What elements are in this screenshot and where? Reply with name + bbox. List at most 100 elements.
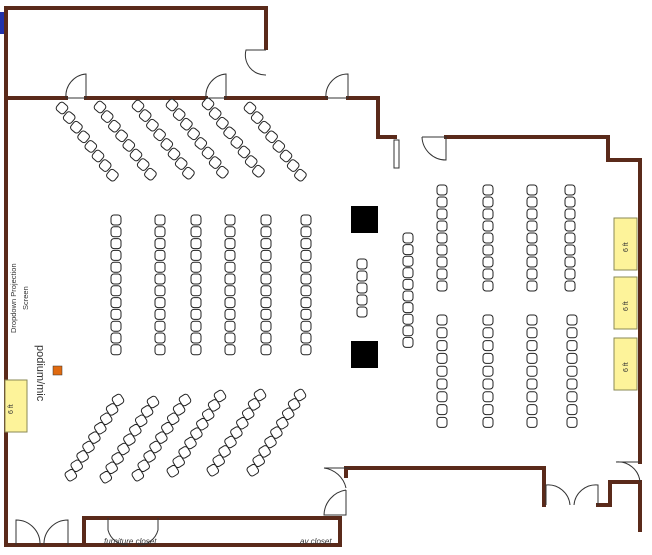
chair [99,412,113,426]
chair [566,327,578,339]
chair [111,452,124,465]
chair [154,320,166,332]
chair [190,297,202,309]
chair [402,244,414,256]
chair [436,280,448,292]
chair [402,278,414,290]
chair [260,238,272,250]
chair [230,136,244,149]
chair [436,404,448,416]
chair [166,412,180,426]
chair [106,168,119,182]
chair [482,404,494,416]
speaker-top [351,206,378,233]
chair [252,454,265,468]
chair [482,391,494,403]
chair [117,442,130,456]
chair [300,332,312,344]
chair [300,249,312,261]
chair [190,308,202,320]
chair [62,111,76,124]
chair [356,258,368,270]
chair [482,268,494,280]
chair [167,147,181,161]
chair [566,416,578,428]
chair [482,416,494,428]
chair [260,344,272,356]
chair [70,459,83,473]
chair [564,184,576,196]
chair [224,308,236,320]
chair [138,109,152,122]
chair [287,398,301,411]
chair [184,436,197,450]
chair [436,314,448,326]
chair [196,417,209,431]
chair [154,261,166,273]
chair [131,468,145,482]
chair [526,208,538,220]
chair [482,220,494,232]
chair [566,340,578,352]
chair [482,314,494,326]
chair [224,297,236,309]
chair [402,290,414,302]
chair [402,255,414,267]
chair [165,98,179,112]
chair [154,249,166,261]
chair [55,101,69,115]
chair [146,395,160,409]
chair [115,129,128,143]
chair [178,393,192,407]
chair [526,327,538,339]
chair [260,214,272,226]
chair [154,226,166,238]
chair [155,431,168,444]
chair [436,352,448,364]
chair [279,149,293,163]
chair [110,249,122,261]
chair [260,332,272,344]
chair [213,389,227,403]
chair [436,416,448,428]
chair [526,340,538,352]
chair [144,167,157,181]
chair [436,232,448,244]
chair [260,285,272,297]
chair [216,116,229,130]
chair [93,100,107,114]
chair [190,427,203,440]
projection-label-line2: Screen [21,286,30,310]
chair [190,320,202,332]
chair [154,285,166,297]
chair [160,138,174,151]
chair [260,261,272,273]
chair [208,107,222,120]
chair [258,120,271,134]
chair [526,416,538,428]
chair [436,256,448,268]
chair [154,297,166,309]
chair [564,280,576,292]
chair [482,256,494,268]
chair [166,464,180,478]
chair [482,340,494,352]
chair [190,261,202,273]
chair [70,120,83,134]
chair [153,128,166,142]
chair [482,184,494,196]
chair [356,294,368,306]
chair [356,270,368,282]
chair [224,238,236,250]
chair [436,184,448,196]
doors [0,12,641,546]
chair [99,470,113,484]
table-left: 6 ft [4,379,28,433]
chair [436,268,448,280]
podium-label: podium/mic [34,345,46,402]
chair [300,285,312,297]
chair [260,297,272,309]
chair [77,130,90,144]
